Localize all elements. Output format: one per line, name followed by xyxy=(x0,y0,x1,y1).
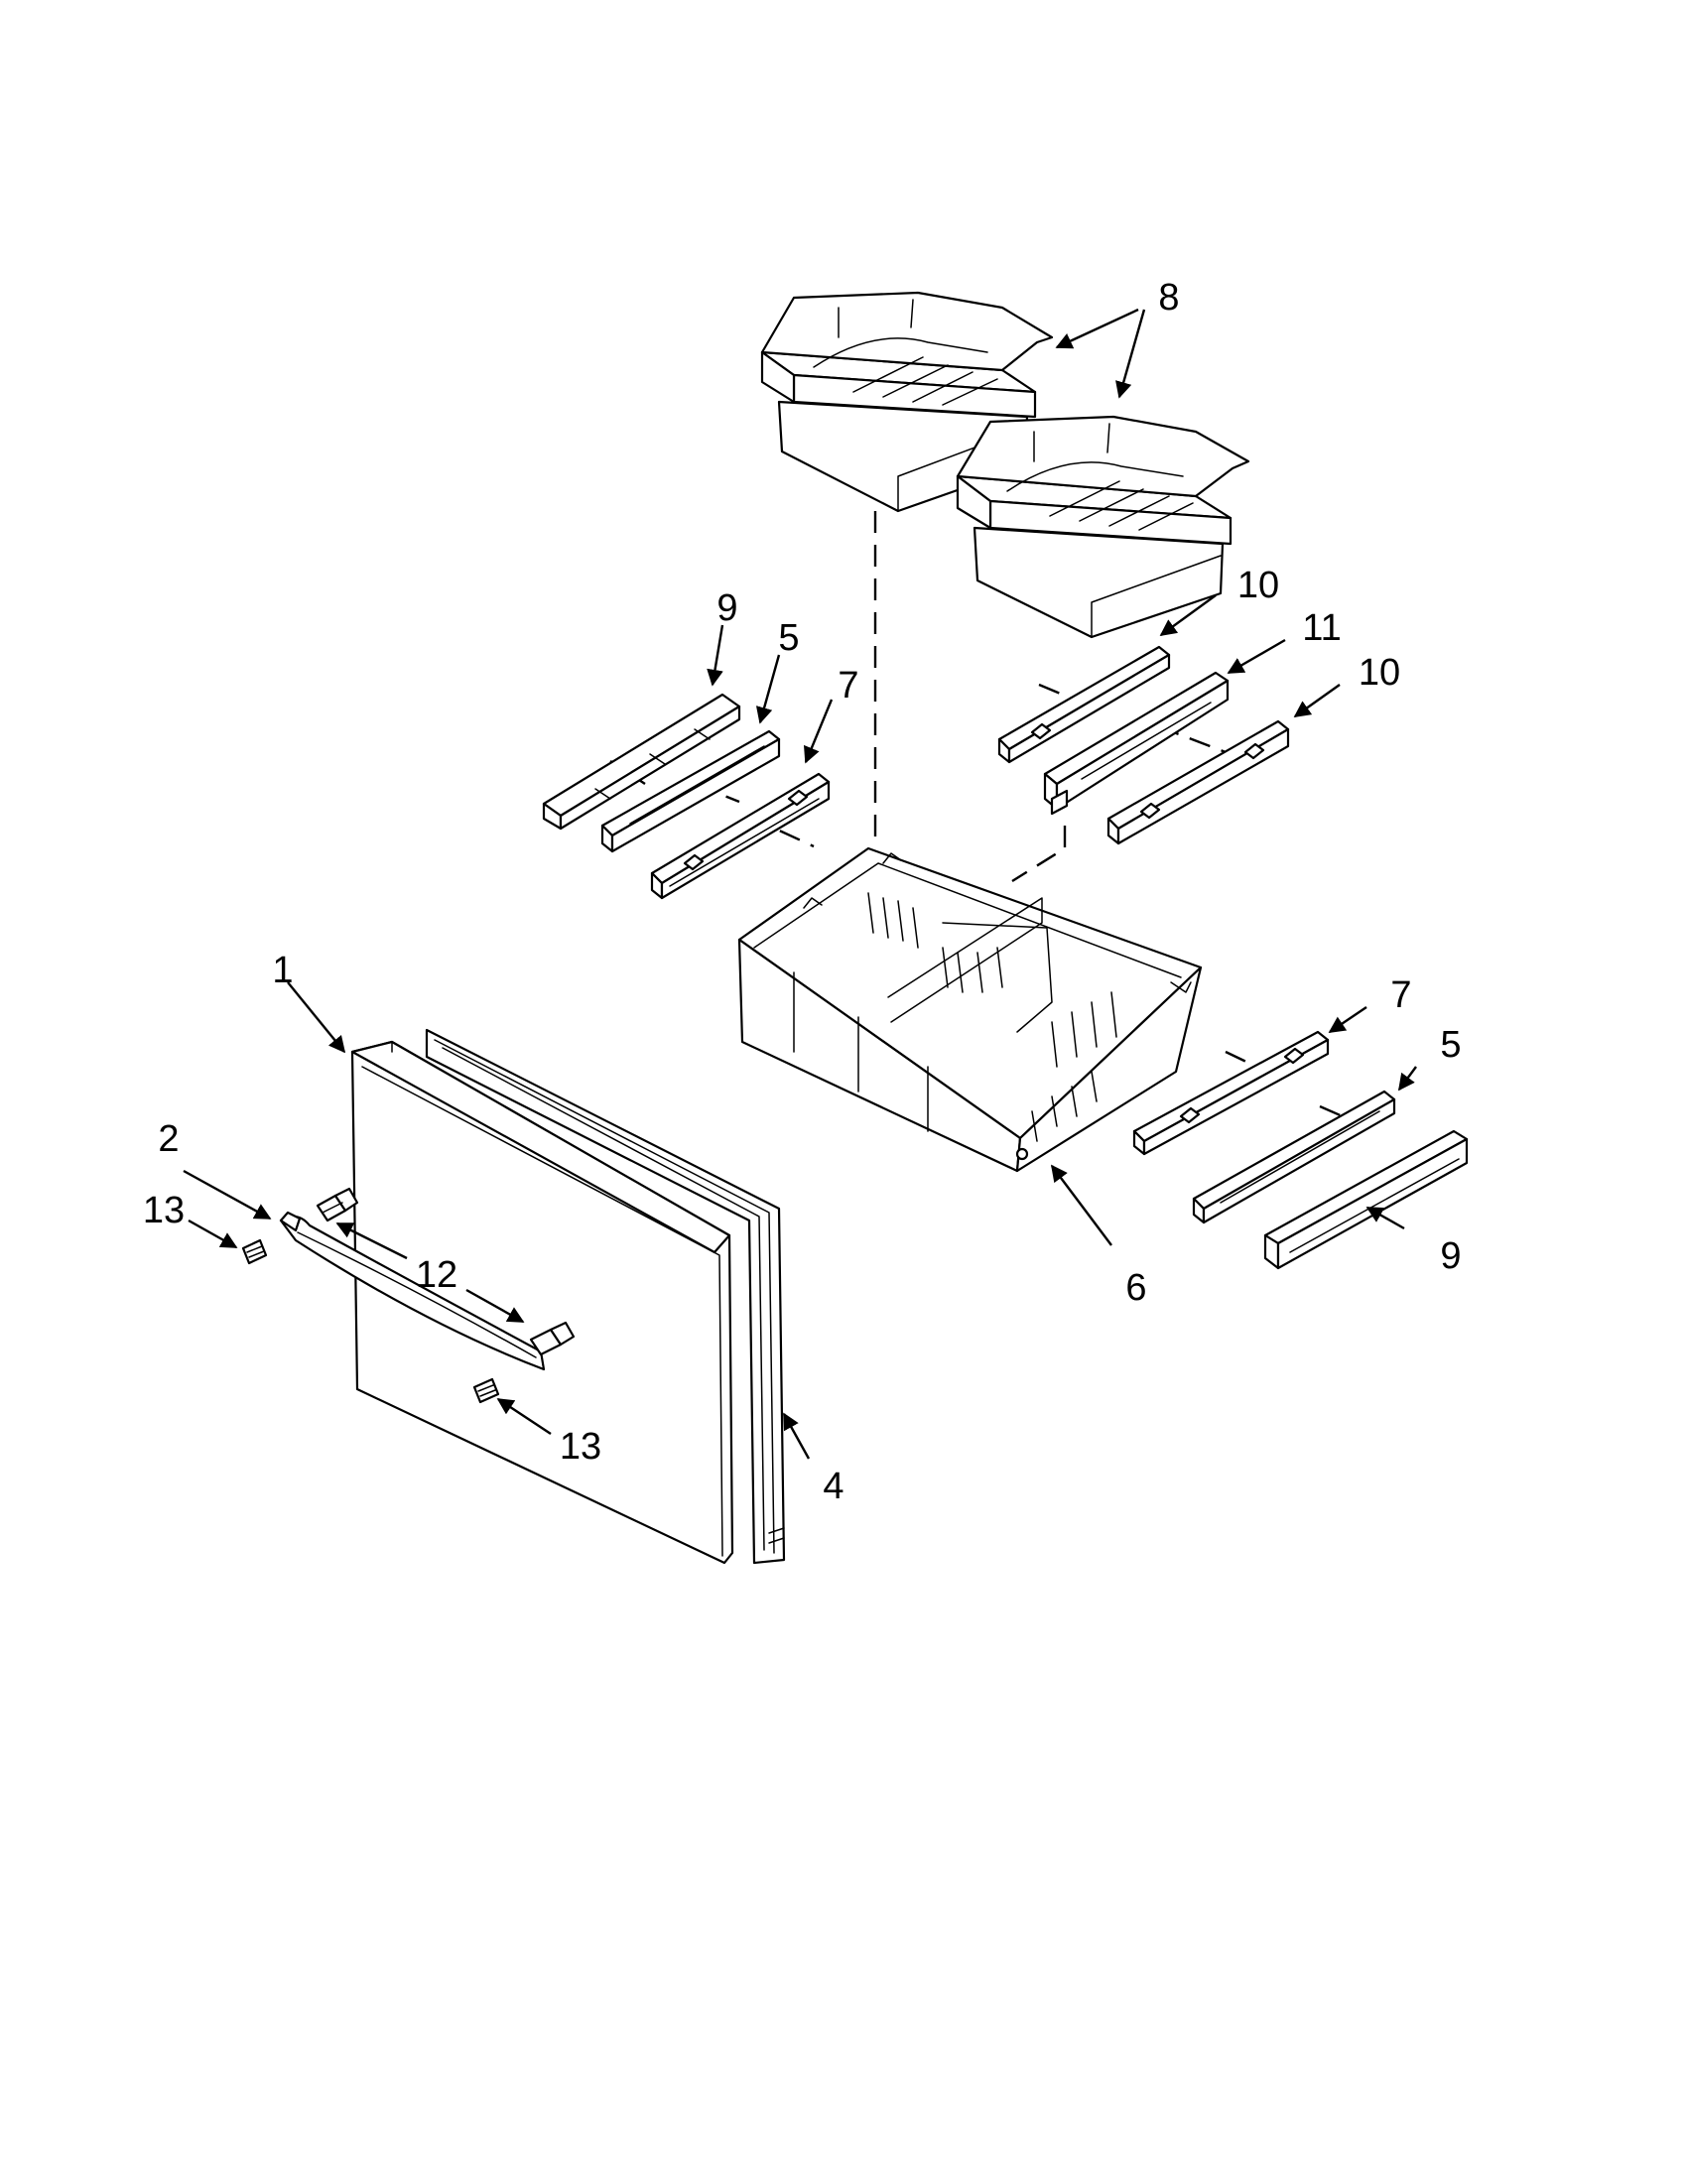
leader-c5a xyxy=(755,654,781,724)
slide-rail-10-lower xyxy=(1106,719,1290,845)
leader-c12a xyxy=(335,1221,408,1260)
callout-2: 2 xyxy=(158,1118,179,1160)
callout-6: 6 xyxy=(1125,1267,1146,1309)
callout-13a: 13 xyxy=(143,1190,185,1231)
callout-4: 4 xyxy=(823,1466,844,1507)
leader-lines xyxy=(183,308,1417,1460)
slide-rail-right xyxy=(1192,1090,1396,1224)
crisper-bin-lower xyxy=(956,415,1250,639)
handle-plug-left xyxy=(241,1238,268,1265)
callout-labels: 1 2 4 5 5 6 7 7 8 9 9 10 10 11 12 13 13 xyxy=(143,277,1462,1507)
leader-c13a xyxy=(188,1219,238,1249)
callout-10a: 10 xyxy=(1237,565,1279,606)
callout-7a: 7 xyxy=(838,665,858,707)
slide-rail-11 xyxy=(1043,671,1230,816)
freezer-basket xyxy=(737,846,1203,1173)
leader-c7b xyxy=(1328,1006,1367,1033)
slide-rail-left xyxy=(600,729,781,853)
handle-screw-upper xyxy=(316,1187,359,1222)
leader-c1 xyxy=(287,981,346,1054)
leader-c4 xyxy=(782,1412,811,1460)
leader-c9b xyxy=(1365,1206,1405,1230)
callout-1: 1 xyxy=(272,950,293,991)
leader-c7a xyxy=(804,699,834,764)
slide-bracket-right xyxy=(1132,1030,1330,1156)
leader-c8b xyxy=(1115,309,1146,399)
callout-12: 12 xyxy=(416,1254,457,1296)
callout-8: 8 xyxy=(1158,277,1179,319)
callout-7b: 7 xyxy=(1390,974,1411,1016)
leader-c8a xyxy=(1055,308,1139,349)
callout-5b: 5 xyxy=(1440,1024,1461,1066)
leader-c9a xyxy=(707,624,724,687)
leader-c5b xyxy=(1398,1066,1417,1092)
handle-screw-lower xyxy=(529,1321,576,1356)
callout-11: 11 xyxy=(1302,607,1341,649)
callout-9a: 9 xyxy=(716,587,737,629)
callout-9b: 9 xyxy=(1440,1235,1461,1277)
slide-bracket-left xyxy=(650,772,831,900)
slide-cover-left xyxy=(542,693,741,831)
slide-cover-right xyxy=(1263,1129,1469,1270)
leader-c11 xyxy=(1227,638,1286,675)
leader-c12b xyxy=(465,1288,525,1324)
callout-10b: 10 xyxy=(1359,652,1400,694)
crisper-bin-upper xyxy=(760,291,1054,513)
leader-c10b xyxy=(1293,684,1341,717)
handle-plug-right xyxy=(472,1377,500,1404)
callout-5a: 5 xyxy=(778,617,799,659)
slide-rail-10-upper xyxy=(997,645,1171,764)
leader-c10a xyxy=(1159,594,1217,636)
leader-c2 xyxy=(183,1169,272,1220)
leader-c6 xyxy=(1050,1164,1112,1246)
door-gasket xyxy=(425,1028,786,1565)
door-handle xyxy=(279,1211,546,1371)
leader-c13b xyxy=(496,1397,552,1436)
callout-13b: 13 xyxy=(560,1426,601,1468)
freezer-door xyxy=(350,1040,734,1565)
